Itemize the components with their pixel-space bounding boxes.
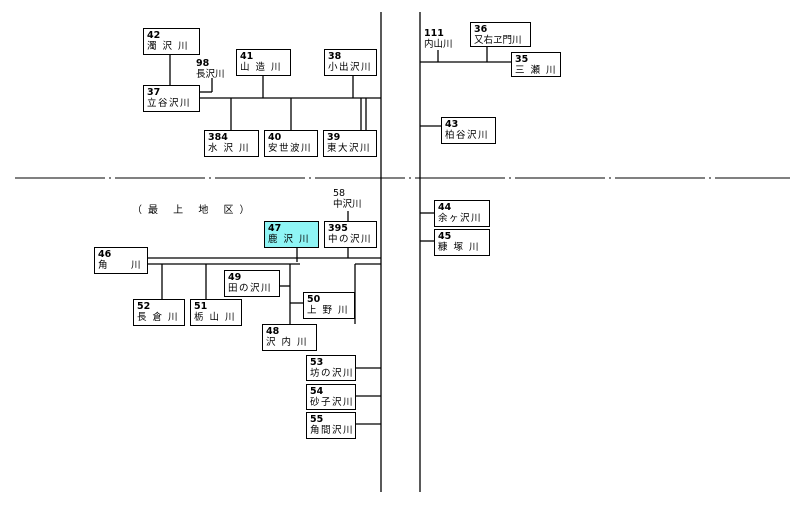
river-name: 中沢川 xyxy=(333,199,362,210)
river-box-395: 395 中の沢川 xyxy=(324,221,377,248)
river-name: 田の沢川 xyxy=(228,283,273,294)
river-box-42: 42 濁 沢 川 xyxy=(143,28,200,55)
river-box-47-highlighted: 47 鹿 沢 川 xyxy=(264,221,319,248)
river-label-111: 111 内山川 xyxy=(424,28,453,50)
river-number: 45 xyxy=(438,231,452,242)
river-label-98: 98 長沢川 xyxy=(196,58,225,80)
river-number: 42 xyxy=(147,30,161,41)
river-box-41: 41 山 造 川 xyxy=(236,49,291,76)
river-box-53: 53 坊の沢川 xyxy=(306,355,356,381)
river-name: 栃 山 川 xyxy=(194,312,237,323)
river-name: 長 倉 川 xyxy=(137,312,180,323)
river-box-50: 50 上 野 川 xyxy=(303,292,355,319)
river-box-51: 51 栃 山 川 xyxy=(190,299,242,326)
river-number: 36 xyxy=(474,24,488,35)
river-box-40: 40 安世波川 xyxy=(264,130,318,157)
river-box-43: 43 柏谷沢川 xyxy=(441,117,496,144)
river-name: 糠 塚 川 xyxy=(438,242,481,253)
river-number: 41 xyxy=(240,51,254,62)
river-box-49: 49 田の沢川 xyxy=(224,270,280,297)
river-number: 395 xyxy=(328,223,348,234)
river-name: 小出沢川 xyxy=(328,62,373,73)
river-box-46: 46 角 川 xyxy=(94,247,148,274)
river-box-384: 384 水 沢 川 xyxy=(204,130,259,157)
river-box-54: 54 砂子沢川 xyxy=(306,384,356,410)
river-name: 立谷沢川 xyxy=(147,98,192,109)
river-number: 98 xyxy=(196,58,210,69)
river-name: 角 川 xyxy=(98,260,143,271)
river-name: 沢 内 川 xyxy=(266,337,309,348)
river-label-58: 58 中沢川 xyxy=(333,188,362,210)
river-name: 長沢川 xyxy=(196,69,225,80)
river-name: 坊の沢川 xyxy=(310,368,355,379)
river-name: 中の沢川 xyxy=(328,234,373,245)
region-label: （最 上 地 区） xyxy=(132,205,256,216)
river-name: 東大沢川 xyxy=(327,143,372,154)
river-number: 48 xyxy=(266,326,280,337)
river-name: 上 野 川 xyxy=(307,305,350,316)
river-box-55: 55 角間沢川 xyxy=(306,412,356,439)
river-name: 砂子沢川 xyxy=(310,397,355,408)
river-box-37: 37 立谷沢川 xyxy=(143,85,200,112)
river-number: 111 xyxy=(424,28,444,39)
river-name: 安世波川 xyxy=(268,143,313,154)
river-box-38: 38 小出沢川 xyxy=(324,49,377,76)
river-number: 37 xyxy=(147,87,161,98)
river-number: 53 xyxy=(310,357,324,368)
river-box-45: 45 糠 塚 川 xyxy=(434,229,490,256)
river-number: 43 xyxy=(445,119,459,130)
river-name: 鹿 沢 川 xyxy=(268,234,311,245)
river-number: 52 xyxy=(137,301,151,312)
river-number: 55 xyxy=(310,414,324,425)
river-name: 濁 沢 川 xyxy=(147,41,190,52)
river-name: 水 沢 川 xyxy=(208,143,251,154)
river-number: 50 xyxy=(307,294,321,305)
river-name: 又右ヱ門川 xyxy=(474,35,522,46)
river-box-39: 39 東大沢川 xyxy=(323,130,377,157)
river-box-44: 44 余ヶ沢川 xyxy=(434,200,490,227)
river-box-52: 52 長 倉 川 xyxy=(133,299,185,326)
river-number: 54 xyxy=(310,386,324,397)
river-number: 38 xyxy=(328,51,342,62)
river-number: 44 xyxy=(438,202,452,213)
river-name: 三 瀬 川 xyxy=(515,65,558,76)
river-number: 51 xyxy=(194,301,208,312)
river-number: 47 xyxy=(268,223,282,234)
river-number: 49 xyxy=(228,272,242,283)
river-name: 角間沢川 xyxy=(310,425,355,436)
river-number: 35 xyxy=(515,54,529,65)
river-number: 40 xyxy=(268,132,282,143)
river-name: 内山川 xyxy=(424,39,453,50)
river-name: 柏谷沢川 xyxy=(445,130,490,141)
river-number: 58 xyxy=(333,188,346,199)
river-name: 余ヶ沢川 xyxy=(438,213,483,224)
river-number: 39 xyxy=(327,132,341,143)
river-box-35: 35 三 瀬 川 xyxy=(511,52,561,77)
river-number: 46 xyxy=(98,249,112,260)
river-number: 384 xyxy=(208,132,228,143)
river-box-48: 48 沢 内 川 xyxy=(262,324,317,351)
river-box-36: 36 又右ヱ門川 xyxy=(470,22,531,47)
river-name: 山 造 川 xyxy=(240,62,283,73)
